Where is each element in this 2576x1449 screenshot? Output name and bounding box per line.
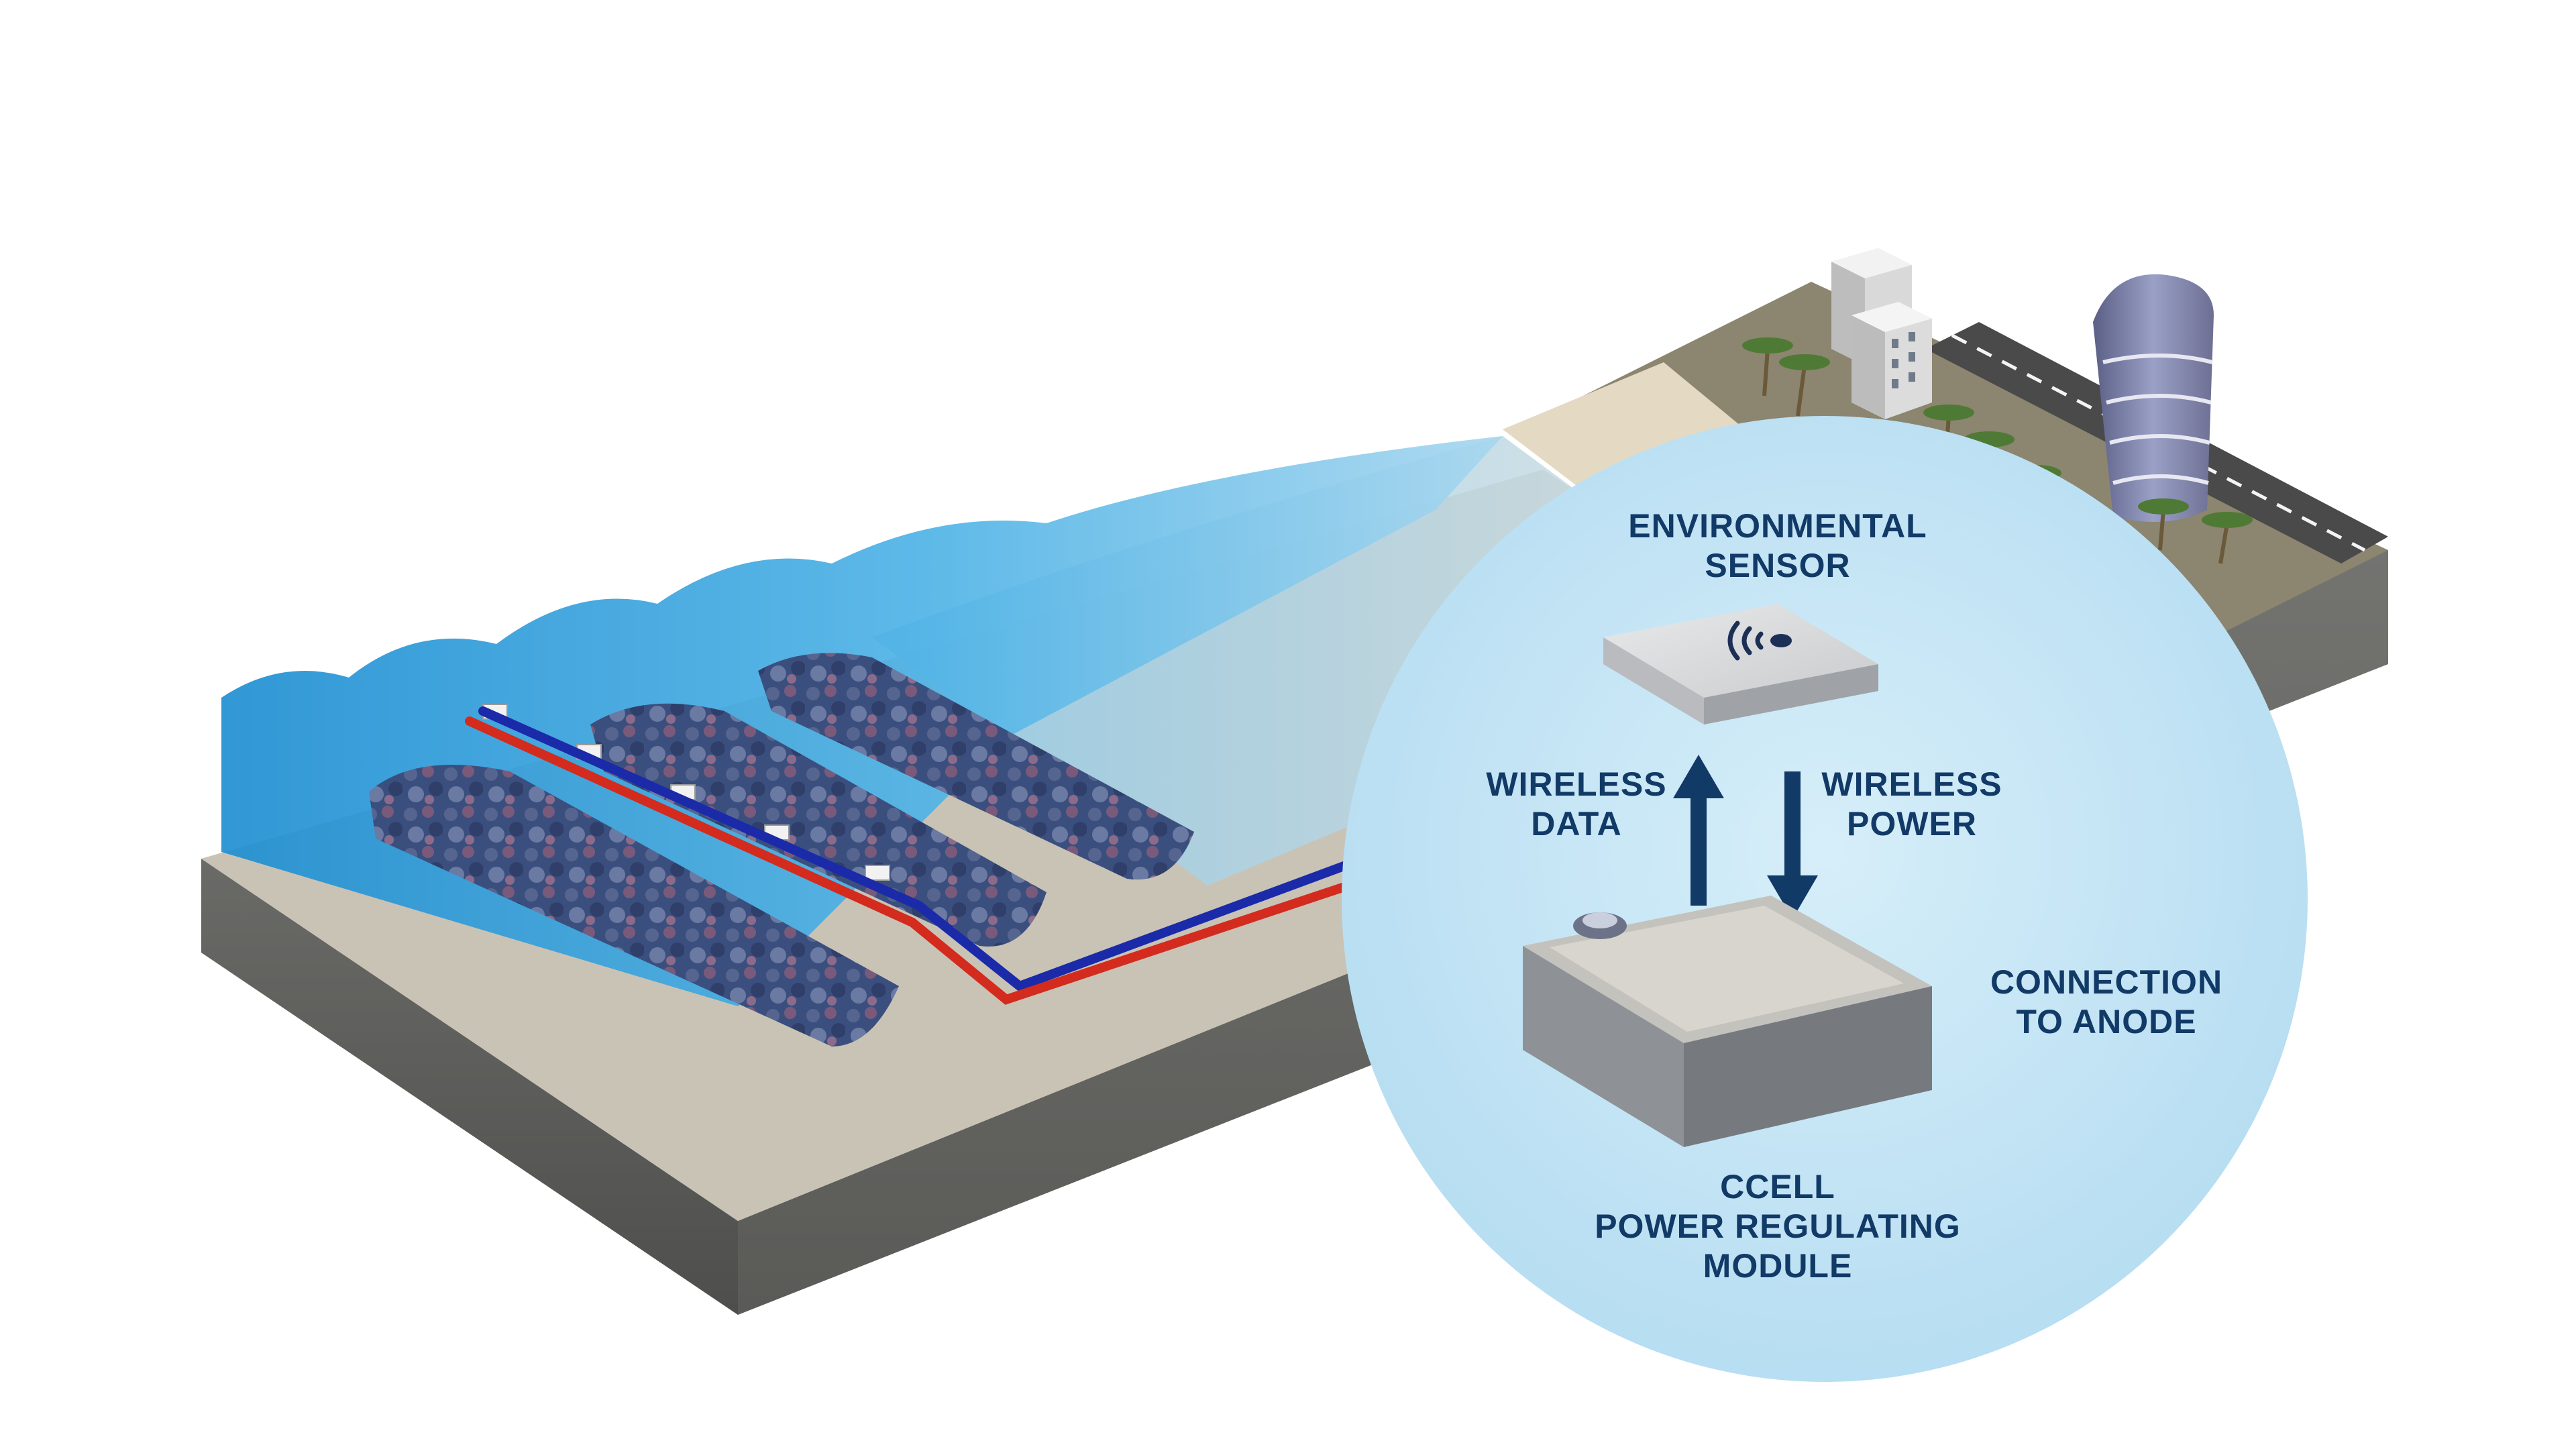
label-line: WIRELESS [1486,765,1667,803]
label-line: WIRELESS [1821,765,2002,803]
wireless-power-arrow [1767,771,1818,919]
label-line: SENSOR [1705,547,1851,584]
glass-tower [2093,274,2214,522]
power-regulating-module-label: CCELL POWER REGULATING MODULE [1543,1167,2012,1286]
wireless-data-arrow [1673,755,1724,906]
power-regulating-module [1523,896,1932,1147]
environmental-sensor-label: ENVIRONMENTAL SENSOR [1603,506,1952,586]
inset-detail-circle [1342,416,2308,1382]
wireless-data-label: WIRELESS DATA [1462,765,1690,844]
label-line: CONNECTION [1990,963,2223,1001]
seabed-front-face [201,859,738,1315]
label-line: ENVIRONMENTAL [1628,507,1927,545]
label-line: POWER [1847,805,1977,843]
wireless-power-label: WIRELESS POWER [1798,765,2026,844]
label-line: POWER REGULATING [1595,1208,1961,1245]
environmental-sensor-box [1603,604,1878,724]
reef-structures [369,653,1194,1046]
wireless-signal-icon [1727,621,1792,661]
label-line: DATA [1531,805,1622,843]
apartment-building-front [1851,302,1932,419]
label-line: TO ANODE [2016,1003,2197,1040]
connection-to-anode-label: CONNECTION TO ANODE [1932,963,2281,1042]
label-line: CCELL [1720,1168,1835,1205]
label-line: MODULE [1703,1247,1853,1285]
